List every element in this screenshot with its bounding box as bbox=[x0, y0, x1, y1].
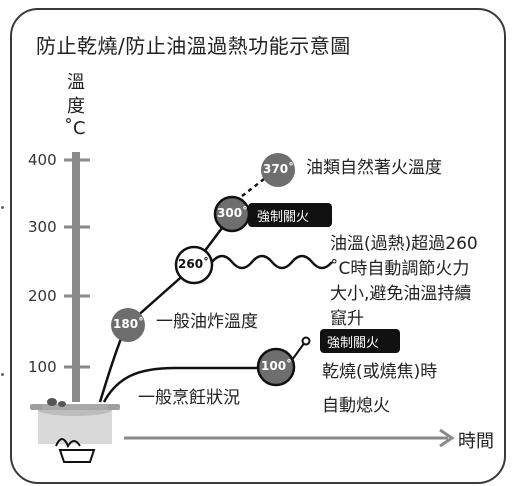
cut-badge-top: 強制關火 bbox=[257, 210, 310, 225]
y-axis-label-wen: 溫 bbox=[67, 72, 85, 93]
overheat-line-3: 大小,避免油溫持續 bbox=[330, 284, 472, 304]
marker-100-circle bbox=[256, 347, 296, 387]
overheat-line-2: ˚C時自動調節火力 bbox=[330, 259, 470, 279]
dry-burn-line-1: 乾燒(或燒焦)時 bbox=[322, 362, 438, 382]
cut-dot bbox=[301, 336, 311, 346]
overheat-line-1: 油溫(過熱)超過260 bbox=[330, 234, 478, 254]
y-tick-100: 100 bbox=[28, 358, 57, 376]
dry-burn-line-2: 自動熄火 bbox=[322, 396, 390, 416]
marker-260-label: 260˚ bbox=[178, 257, 210, 271]
pot-illustration bbox=[30, 398, 120, 463]
rise-300-370-dashed bbox=[241, 175, 269, 197]
marker-260-circle bbox=[174, 245, 214, 285]
overheat-line-4: 竄升 bbox=[330, 309, 364, 329]
marker-300-label: 300˚ bbox=[217, 206, 249, 220]
cut-leader bbox=[291, 341, 306, 361]
regulation-wave bbox=[211, 254, 333, 270]
marker-100-label: 100˚ bbox=[261, 359, 293, 373]
cut-badge-top-bg bbox=[248, 203, 332, 227]
left-edge-mark bbox=[1, 206, 4, 209]
left-edge-mark-2 bbox=[1, 373, 4, 376]
marker-370-label: 370˚ bbox=[263, 162, 295, 176]
frying-label: 一般油炸溫度 bbox=[156, 312, 258, 332]
y-axis-bar bbox=[72, 152, 80, 402]
marker-180-label: 180˚ bbox=[113, 317, 145, 331]
marker-180-circle bbox=[111, 308, 145, 342]
y-axis-unit: ˚C bbox=[64, 118, 86, 139]
y-tick-400: 400 bbox=[28, 151, 57, 169]
cut-badge-bottom-bg bbox=[320, 329, 400, 353]
autoignite-label: 油類自然著火溫度 bbox=[306, 158, 442, 178]
y-axis-label-du: 度 bbox=[67, 96, 85, 117]
cut-badge-bottom: 強制關火 bbox=[327, 336, 380, 351]
cooking-curve bbox=[102, 366, 258, 403]
x-axis-arrow bbox=[439, 428, 455, 448]
y-tick-200: 200 bbox=[28, 287, 57, 305]
x-axis-label: 時間 bbox=[458, 431, 494, 452]
rise-260-300 bbox=[203, 227, 223, 253]
marker-370-circle bbox=[261, 153, 295, 187]
cooking-label: 一般烹飪狀況 bbox=[138, 388, 240, 408]
diagram-title: 防止乾燒/防止油溫過熱功能示意圖 bbox=[36, 34, 351, 58]
y-tick-300: 300 bbox=[28, 218, 57, 236]
